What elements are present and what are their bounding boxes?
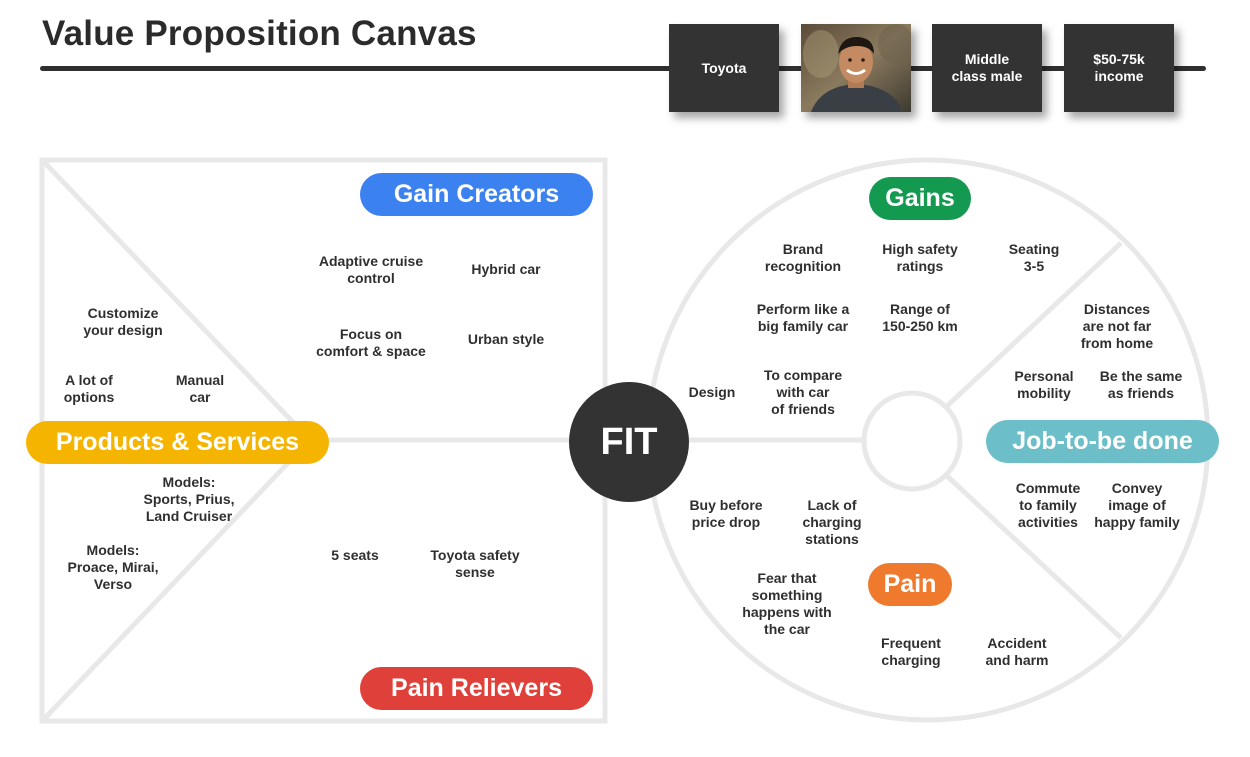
pain-item: Frequent charging (881, 635, 941, 668)
gain-creators-label: Gain Creators (393, 180, 560, 208)
persona-photo (801, 24, 911, 112)
gain-item: To compare with car of friends (763, 367, 843, 417)
persona-box: Middle class male (932, 24, 1042, 112)
pain-item: Buy before price drop (689, 497, 763, 530)
company-box: Toyota (669, 24, 779, 112)
gain-item: High safety ratings (882, 241, 958, 274)
pain-item: Fear that something happens with the car (742, 570, 832, 637)
persona-portrait-image (801, 24, 911, 112)
pain-reliever-item: Toyota safety sense (430, 547, 520, 580)
product-service-item: Customize your design (83, 305, 163, 338)
pain-item: Lack of charging stations (802, 497, 862, 547)
value-map-diagonal-bottom (42, 438, 312, 721)
gain-creator-item: Hybrid car (471, 261, 541, 277)
pain-relievers-label: Pain Relievers (391, 674, 562, 702)
gain-creator-item: Adaptive cruise control (318, 253, 424, 286)
fit-circle: FIT (569, 382, 689, 502)
customer-profile-diagonal-bottom (944, 473, 1123, 640)
gain-item: Range of 150-250 km (882, 301, 958, 334)
pain-label: Pain (883, 570, 937, 598)
page-title: Value Proposition Canvas (42, 14, 477, 53)
value-map-diagonal-top (42, 160, 312, 442)
gains-pill: Gains (869, 177, 971, 220)
gain-item: Perform like a big family car (756, 301, 850, 334)
gain-creators-pill: Gain Creators (360, 173, 593, 216)
gain-creator-item: Urban style (467, 331, 545, 347)
pain-reliever-item: 5 seats (331, 547, 379, 563)
customer-profile-diagonal-top (944, 241, 1123, 409)
product-service-item: Models: Sports, Prius, Land Cruiser (143, 474, 235, 524)
persona-label: Middle class male (951, 51, 1023, 84)
job-item: Convey image of happy family (1094, 480, 1180, 530)
job-item: Commute to family activities (1015, 480, 1081, 530)
product-service-item: Models: Proace, Mirai, Verso (67, 542, 159, 592)
income-label: $50-75k income (1093, 51, 1145, 84)
pain-item: Accident and harm (985, 635, 1049, 668)
job-to-be-done-label: Job-to-be done (1012, 427, 1193, 455)
job-to-be-done-pill: Job-to-be done (986, 420, 1219, 463)
gain-item: Seating 3-5 (1008, 241, 1060, 274)
job-item: Be the same as friends (1099, 368, 1183, 401)
gain-item: Design (688, 384, 736, 400)
header-divider-line (40, 66, 1206, 71)
gains-label: Gains (885, 184, 955, 212)
job-item: Distances are not far from home (1080, 301, 1154, 351)
products-services-pill: Products & Services (26, 421, 329, 464)
job-item: Personal mobility (1014, 368, 1074, 401)
income-box: $50-75k income (1064, 24, 1174, 112)
customer-profile-inner-circle (861, 390, 963, 492)
fit-label: FIT (600, 420, 658, 463)
gain-creator-item: Focus on comfort & space (316, 326, 426, 359)
company-label: Toyota (701, 59, 747, 76)
product-service-item: A lot of options (63, 372, 115, 405)
product-service-item: Manual car (175, 372, 225, 405)
pain-relievers-pill: Pain Relievers (360, 667, 593, 710)
products-services-label: Products & Services (55, 428, 300, 456)
pain-pill: Pain (868, 563, 952, 606)
gain-item: Brand recognition (764, 241, 842, 274)
